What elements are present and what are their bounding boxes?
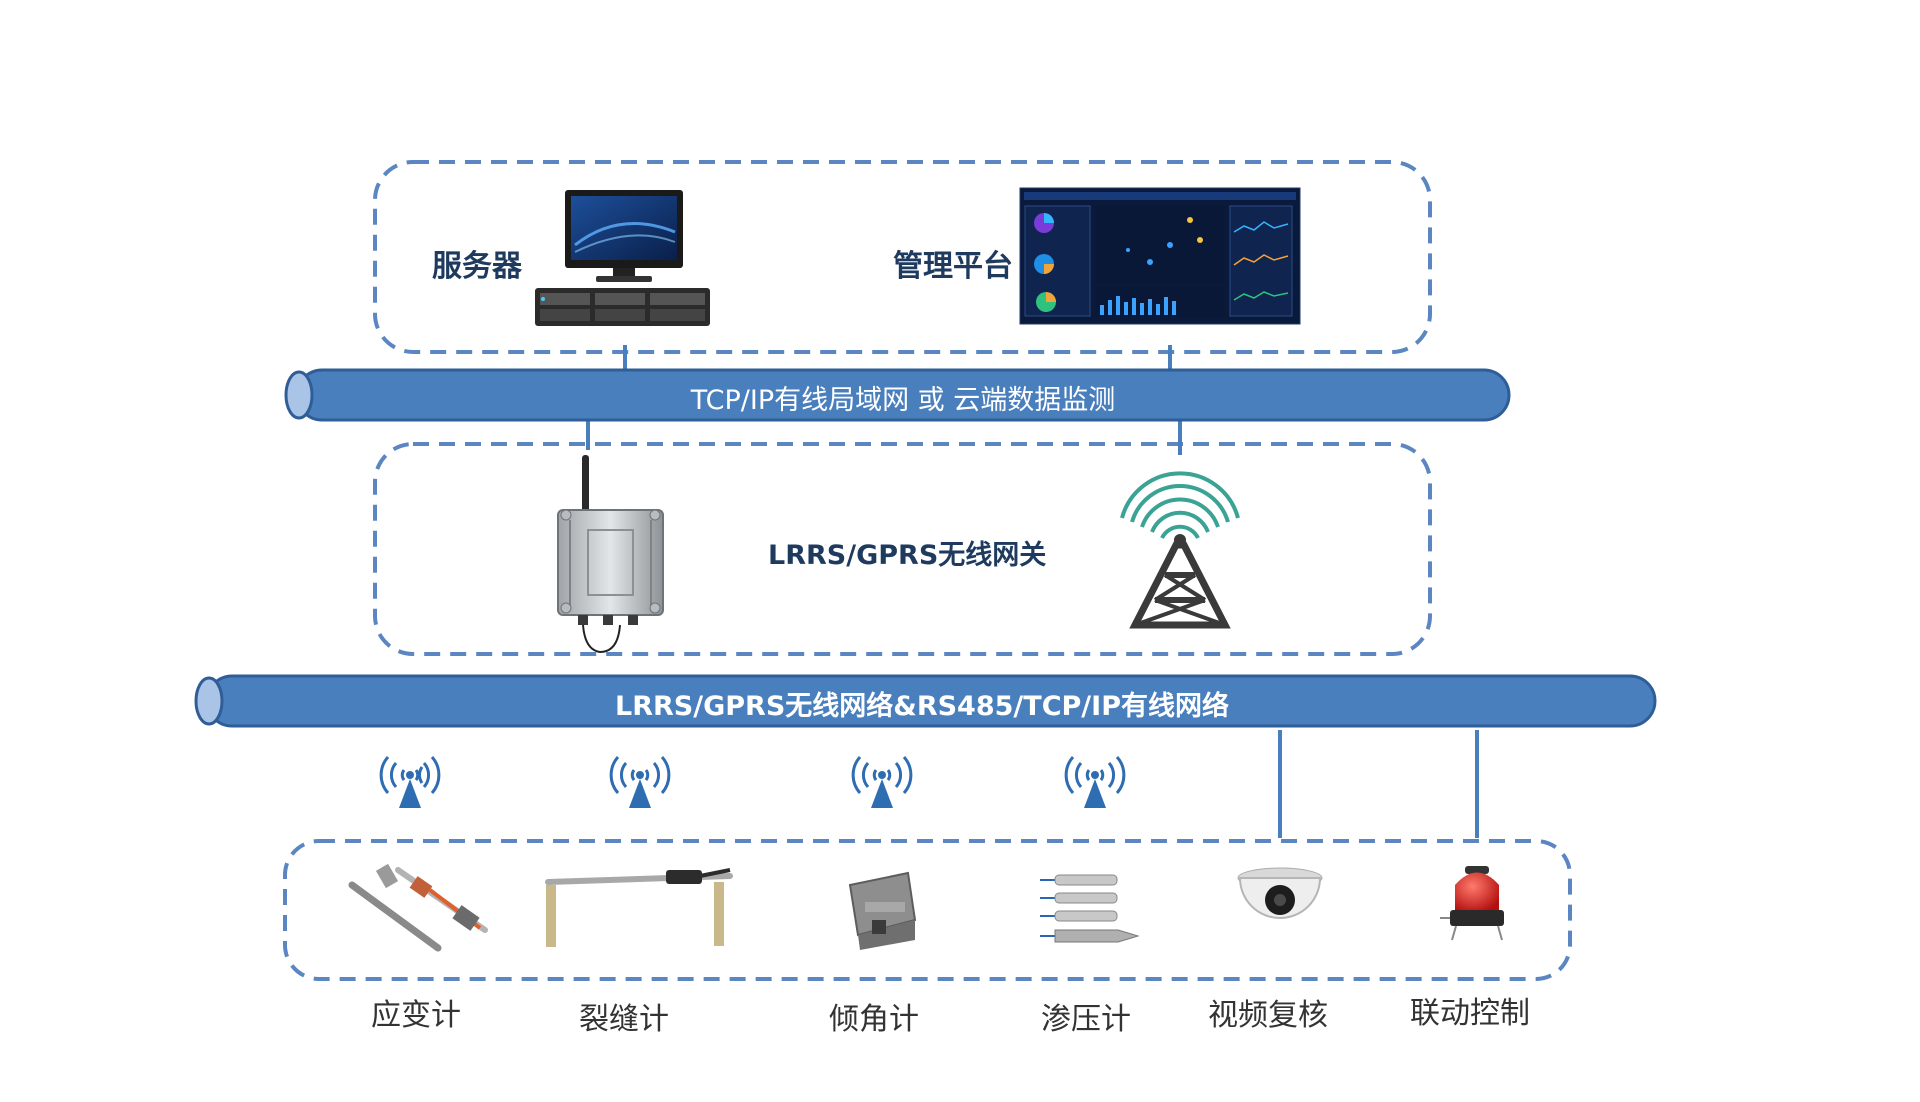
dome-camera-icon (1237, 867, 1323, 919)
server-layer-box (373, 160, 1432, 354)
field-bus-pipe (194, 674, 1657, 728)
device-label-piezometer: 渗压计 (1041, 1002, 1131, 1037)
device-label-strain: 应变计 (371, 998, 461, 1033)
server-icon (535, 190, 710, 326)
server-label: 服务器 (432, 249, 522, 284)
device-label-video: 视频复核 (1208, 998, 1328, 1033)
gateway-label: LRRS/GPRS无线网关 (768, 540, 1047, 571)
wireless-signal-icon-3 (851, 756, 913, 808)
crack-meter-icon (545, 868, 733, 947)
device-label-control: 联动控制 (1410, 996, 1530, 1031)
wireless-gateway-icon (557, 455, 664, 654)
device-layer-box (283, 839, 1572, 981)
wireless-signal-icon-2 (609, 756, 671, 808)
device-label-crack: 裂缝计 (579, 1002, 669, 1037)
signal-tower-icon (1120, 471, 1240, 629)
inclinometer-icon (848, 871, 917, 950)
platform-label: 管理平台 (893, 249, 1013, 284)
dashboard-screen-icon (1019, 187, 1301, 325)
wireless-signal-icon-1 (379, 756, 441, 808)
wireless-signal-icon-4 (1064, 756, 1126, 808)
strain-gauge-icon (348, 863, 488, 952)
piezometer-icon (1040, 874, 1140, 943)
warning-light-icon (1440, 866, 1504, 941)
field-bus-label: LRRS/GPRS无线网络&RS485/TCP/IP有线网络 (615, 691, 1229, 722)
gateway-layer-box (373, 442, 1432, 656)
wired-bus-pipe (284, 368, 1511, 422)
wired-bus-label: TCP/IP有线局域网 或 云端数据监测 (690, 385, 1116, 416)
device-label-inclinometer: 倾角计 (829, 1002, 919, 1037)
